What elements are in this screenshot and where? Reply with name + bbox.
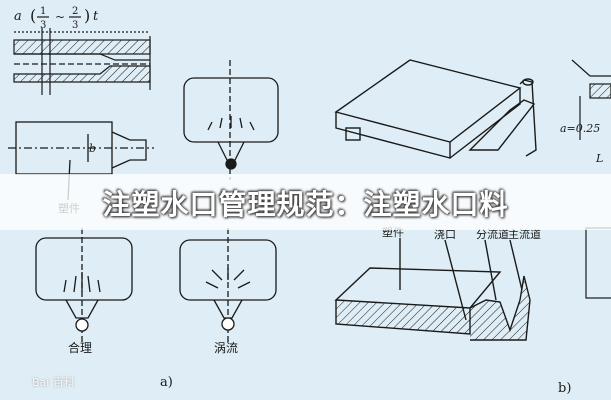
panel-tag-b: b) [558, 381, 571, 396]
page-title: 注塑水口管理规范：注塑水口料 [102, 188, 509, 221]
title-banner [0, 174, 611, 230]
caption-good: 合理 [68, 340, 92, 355]
runner-label: 主流道 [508, 227, 541, 241]
caption-vortex: 涡流 [214, 341, 238, 355]
formula-frac2-num: 2 [72, 6, 78, 17]
gate-label: 浇口 [434, 228, 456, 241]
flow-box-good: 合理 [35, 228, 133, 355]
gate-cross-section-a: a ( 1 3 ~ 2 3 ) t [13, 6, 151, 95]
svg-text:): ) [84, 6, 90, 25]
part-3d-section: 塑件 浇口 分流道 主流道 [334, 225, 541, 341]
dim-L: L [595, 152, 603, 165]
panel-tag-a: a) [160, 375, 173, 390]
right-edge-detail: a=0.25 L [560, 59, 611, 299]
dim-b: b [89, 142, 96, 155]
flow-box-top [183, 60, 279, 180]
formula-b: a=0.25 [560, 122, 600, 135]
formula-frac2-den: 3 [72, 20, 78, 31]
overflow-label: 分流道 [476, 227, 509, 241]
formula-t: t [93, 9, 99, 24]
formula-frac1-den: 3 [40, 20, 46, 31]
flow-box-vortex: 涡流 [179, 228, 277, 355]
formula-tilde: ~ [55, 10, 65, 24]
formula-a: a [14, 9, 22, 24]
formula-frac1-num: 1 [40, 6, 46, 17]
part-3d-top [334, 59, 537, 159]
svg-text:(: ( [30, 6, 36, 25]
watermark: Bai 百科 [32, 376, 75, 389]
